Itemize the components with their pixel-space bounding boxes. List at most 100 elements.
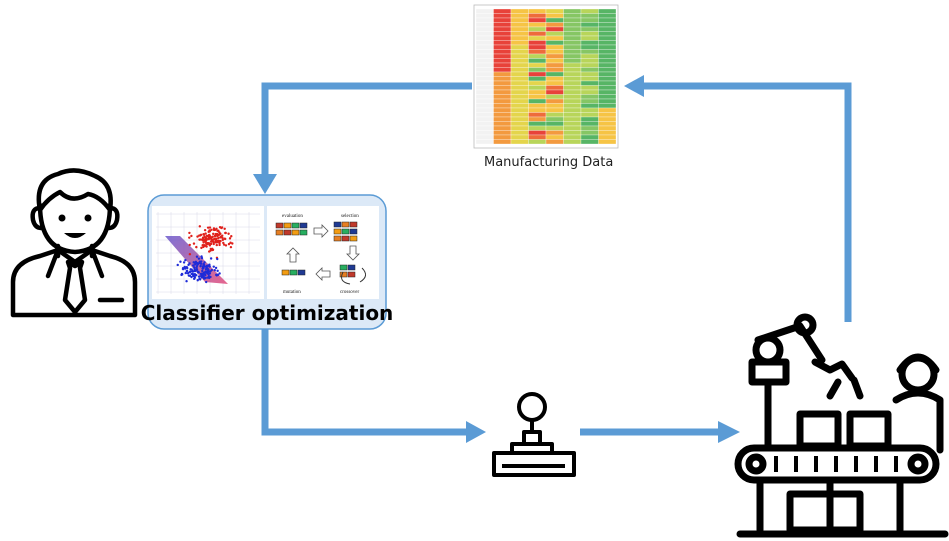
chromosome-block	[281, 269, 290, 276]
chromosome-block	[349, 235, 358, 242]
scatter-plot-image	[152, 206, 264, 299]
spreadsheet-cell	[563, 40, 582, 46]
spreadsheet-cell	[563, 58, 582, 64]
spreadsheet-cell	[563, 22, 582, 28]
spreadsheet-cell	[510, 76, 529, 82]
decision-plane	[165, 236, 228, 284]
conveyor-belt-dashes	[774, 456, 898, 472]
factory-robot-icon	[734, 313, 949, 538]
blue-point	[202, 262, 205, 266]
blue-point	[194, 261, 197, 265]
spreadsheet-cell	[545, 89, 564, 95]
spreadsheet-cell	[510, 121, 529, 127]
classifier-title: Classifier optimization	[141, 301, 394, 325]
arrow-classifier-to-control	[261, 328, 470, 436]
spreadsheet-cell	[510, 112, 529, 118]
blue-point	[185, 269, 189, 273]
blue-point	[199, 262, 203, 265]
spreadsheet-cell	[510, 139, 529, 145]
blue-point	[201, 269, 204, 273]
blue-point	[209, 270, 212, 273]
spreadsheet-cell	[493, 67, 512, 73]
blue-point	[186, 266, 189, 270]
chromosome-block	[341, 221, 350, 228]
spreadsheet-cell	[493, 71, 512, 77]
spreadsheet-cell	[475, 98, 494, 104]
spreadsheet-cell	[580, 62, 599, 68]
chromosome-block	[283, 229, 292, 236]
spreadsheet-cell	[580, 22, 599, 28]
spreadsheet-cell	[475, 40, 494, 46]
red-point	[228, 237, 232, 240]
spreadsheet-cell	[545, 8, 564, 14]
blue-point	[189, 268, 192, 271]
blue-point	[182, 261, 186, 264]
spreadsheet-cell	[528, 112, 547, 118]
spreadsheet-cell	[580, 116, 599, 122]
blue-point	[206, 271, 209, 275]
spreadsheet-cell	[598, 53, 617, 59]
spreadsheet-cell	[563, 112, 582, 118]
red-point	[199, 234, 202, 237]
spreadsheet-cell	[493, 134, 512, 140]
spreadsheet-cell	[510, 107, 529, 113]
spreadsheet-cell	[545, 17, 564, 23]
spreadsheet-cell	[510, 103, 529, 109]
spreadsheet-cell	[475, 121, 494, 127]
red-point	[229, 245, 233, 249]
spreadsheet-cell	[510, 94, 529, 100]
spreadsheet-cell	[598, 112, 617, 118]
spreadsheet-cell	[510, 89, 529, 95]
spreadsheet-cell	[528, 71, 547, 77]
spreadsheet-cell	[510, 85, 529, 91]
spreadsheet-cell	[563, 17, 582, 23]
manufacturing-data-spreadsheet	[473, 4, 619, 149]
spreadsheet-cell	[563, 13, 582, 19]
genetic-algorithm-image	[267, 206, 379, 299]
spreadsheet-cell	[598, 121, 617, 127]
spreadsheet-cell	[475, 13, 494, 19]
blue-point	[186, 272, 190, 275]
spreadsheet-cell	[545, 85, 564, 91]
blue-point	[195, 274, 198, 277]
spreadsheet-cell	[528, 98, 547, 104]
spreadsheet-cell	[528, 121, 547, 127]
red-point	[215, 243, 218, 247]
spreadsheet-cell	[598, 89, 617, 95]
spreadsheet-cell	[493, 31, 512, 37]
spreadsheet-cell	[475, 44, 494, 50]
red-point	[210, 240, 213, 243]
red-point	[229, 241, 232, 244]
red-point	[188, 231, 191, 235]
spreadsheet-cell	[493, 103, 512, 109]
chromosome-block	[291, 229, 300, 236]
chromosome-block	[341, 228, 350, 235]
ga-label-selection: selection	[341, 214, 359, 219]
blue-point	[208, 265, 211, 268]
spreadsheet-cell	[528, 134, 547, 140]
red-point	[202, 233, 206, 236]
red-point	[190, 234, 193, 238]
spreadsheet-cell	[580, 17, 599, 23]
blue-point	[196, 271, 200, 274]
red-point	[210, 228, 213, 231]
spreadsheet-cell	[598, 107, 617, 113]
spreadsheet-cell	[545, 76, 564, 82]
spreadsheet-cell	[475, 35, 494, 41]
chromosome-block	[297, 269, 306, 276]
red-point	[217, 236, 220, 240]
spreadsheet-cell	[545, 35, 564, 41]
spreadsheet-cell	[598, 125, 617, 131]
blue-point	[184, 258, 187, 262]
spreadsheet-cell	[545, 107, 564, 113]
spreadsheet-cell	[528, 80, 547, 86]
red-point	[224, 244, 228, 247]
red-point	[223, 227, 226, 230]
engineer-face-details	[58, 214, 92, 238]
red-point	[208, 226, 212, 229]
spreadsheet-cell	[598, 80, 617, 86]
arrowhead-data	[624, 75, 644, 97]
spreadsheet-cell	[528, 22, 547, 28]
red-point	[205, 234, 209, 237]
red-point	[188, 252, 192, 256]
